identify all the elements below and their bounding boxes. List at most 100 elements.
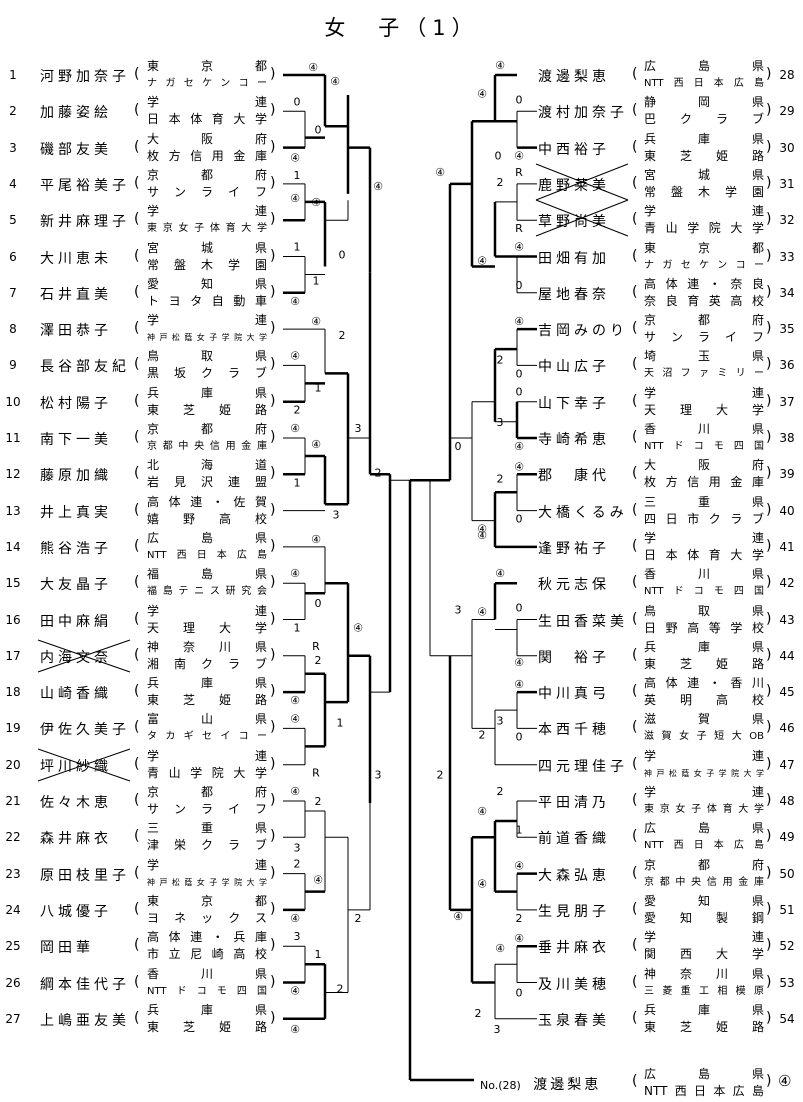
paren: (: [134, 211, 140, 228]
aff-line-2: 三菱重工相模原: [644, 985, 764, 997]
score-label: ④: [290, 985, 300, 998]
score-label: ④: [514, 315, 524, 328]
aff-line-2: NTT西日本広島: [644, 840, 764, 852]
player-affiliation: 京都府 サンライフ: [644, 312, 764, 346]
player-affiliation: 高体連・香川 英明高校: [644, 675, 764, 709]
player-affiliation: 学連 青山学院大学: [644, 203, 764, 237]
aff-line-1: 学連: [644, 385, 764, 400]
score-label: ④: [514, 932, 524, 945]
aff-line-2: サンライフ: [147, 802, 267, 816]
score-label: ④: [330, 75, 340, 88]
final-name: 渡邊梨恵: [533, 1077, 602, 1093]
paren: ): [270, 719, 276, 736]
paren: (: [134, 429, 140, 445]
player-affiliation: 大阪府 枚方信用金庫: [644, 457, 764, 491]
paren: (: [632, 320, 638, 337]
score-label: ④: [290, 1023, 300, 1036]
aff-line-2: 東京女子体育大学: [147, 223, 267, 235]
aff-line-1: 静岡県: [644, 95, 764, 110]
score-label: 2: [475, 1007, 482, 1020]
score-label: 0: [516, 386, 523, 399]
score-label: 2: [315, 654, 322, 667]
paren: ): [766, 792, 772, 808]
paren: (: [632, 283, 638, 300]
withdrawn-cross-icon: [535, 163, 629, 201]
player-number: 13: [5, 503, 21, 518]
score-label: 0: [516, 730, 523, 743]
aff-line-2: 東芝姫路: [147, 402, 267, 417]
aff-line-1: 高体連・奈良: [644, 276, 764, 291]
player-affiliation: 高体連・佐賀 嬉野高校: [147, 494, 267, 528]
score-label: 0: [516, 367, 523, 380]
player-number: 36: [779, 358, 795, 373]
player-affiliation: 大阪府 枚方信用金庫: [147, 131, 267, 165]
player-name: 平尾裕美子: [40, 177, 130, 194]
player-affiliation: 滋賀県 滋賀女子短大OB: [644, 711, 764, 745]
score-label: ④: [373, 180, 383, 193]
score-label: ④: [477, 529, 487, 542]
player-affiliation: 広島県 NTT西日本広島: [644, 820, 764, 854]
aff-line-1: 鳥取県: [147, 349, 267, 364]
player-number: 24: [5, 902, 21, 917]
paren: ): [270, 138, 276, 155]
aff-line-1: 京都府: [644, 313, 764, 328]
aff-line-2: 滋賀女子短大OB: [644, 731, 764, 743]
aff-line-1: 広島県: [644, 59, 764, 73]
paren: ): [766, 864, 772, 881]
player-name: 垂井麻衣: [538, 940, 610, 957]
aff-line-1: 学連: [644, 930, 764, 945]
player-name: 新井麻理子: [40, 214, 130, 231]
player-affiliation: 高体連・奈良 奈良育英高校: [644, 276, 764, 310]
player-number: 53: [779, 975, 795, 990]
paren: ): [270, 320, 276, 337]
right-player-row: 前道香織( 広島県 NTT西日本広島)49: [0, 819, 803, 855]
paren: ): [270, 465, 276, 482]
player-affiliation: 京都府 京都中央信用金庫: [147, 421, 267, 455]
score-label: R: [515, 222, 523, 235]
paren: (: [632, 174, 638, 191]
player-name: 田中麻絹: [40, 613, 112, 630]
player-name: 逢野祐子: [538, 540, 610, 557]
paren: ): [766, 429, 772, 445]
paren: (: [134, 574, 140, 591]
paren: ): [270, 792, 276, 808]
player-number: 35: [779, 322, 795, 337]
aff-line-2: 日本体育大学: [644, 547, 764, 562]
aff-line-2: 津栄クラブ: [147, 838, 267, 853]
player-number: 8: [9, 322, 17, 337]
paren: (: [134, 828, 140, 845]
aff-line-2: 常盤木学園: [147, 257, 267, 272]
aff-line-1: 兵庫県: [644, 131, 764, 146]
final-score: ④: [778, 1072, 792, 1090]
score-label: ④: [495, 942, 505, 955]
paren: ): [270, 429, 276, 445]
score-label: 2: [355, 912, 362, 925]
paren: (: [134, 501, 140, 518]
player-affiliation: 広島県 NTT西日本広島: [147, 530, 267, 564]
player-number: 25: [5, 939, 21, 954]
player-name: 長谷部友紀: [40, 359, 130, 376]
aff-line-1: 東京都: [147, 893, 267, 908]
right-player-row: 大森弘恵( 京都府 京都中央信用金庫)50: [0, 856, 803, 892]
paren: ): [766, 138, 772, 155]
paren: ): [766, 1009, 772, 1026]
player-name: 佐々木恵: [40, 795, 112, 811]
right-player-row: 郡 康代( 大阪府 枚方信用金庫)39: [0, 456, 803, 492]
paren: ): [766, 537, 772, 554]
paren: (: [632, 755, 638, 772]
player-number: 48: [779, 794, 795, 808]
aff-line-2: 愛知製鋼: [644, 910, 764, 925]
paren: (: [632, 429, 638, 445]
paren: ): [270, 537, 276, 554]
player-name: 南下一美: [40, 432, 112, 448]
player-name: 四元理佳子: [538, 758, 628, 775]
player-name: 上嶋亜友美: [40, 1012, 130, 1029]
player-name: 原田枝里子: [40, 867, 130, 884]
aff-line-2: 神戸松蔭女子学院大学: [147, 333, 267, 343]
player-number: 50: [779, 866, 795, 881]
